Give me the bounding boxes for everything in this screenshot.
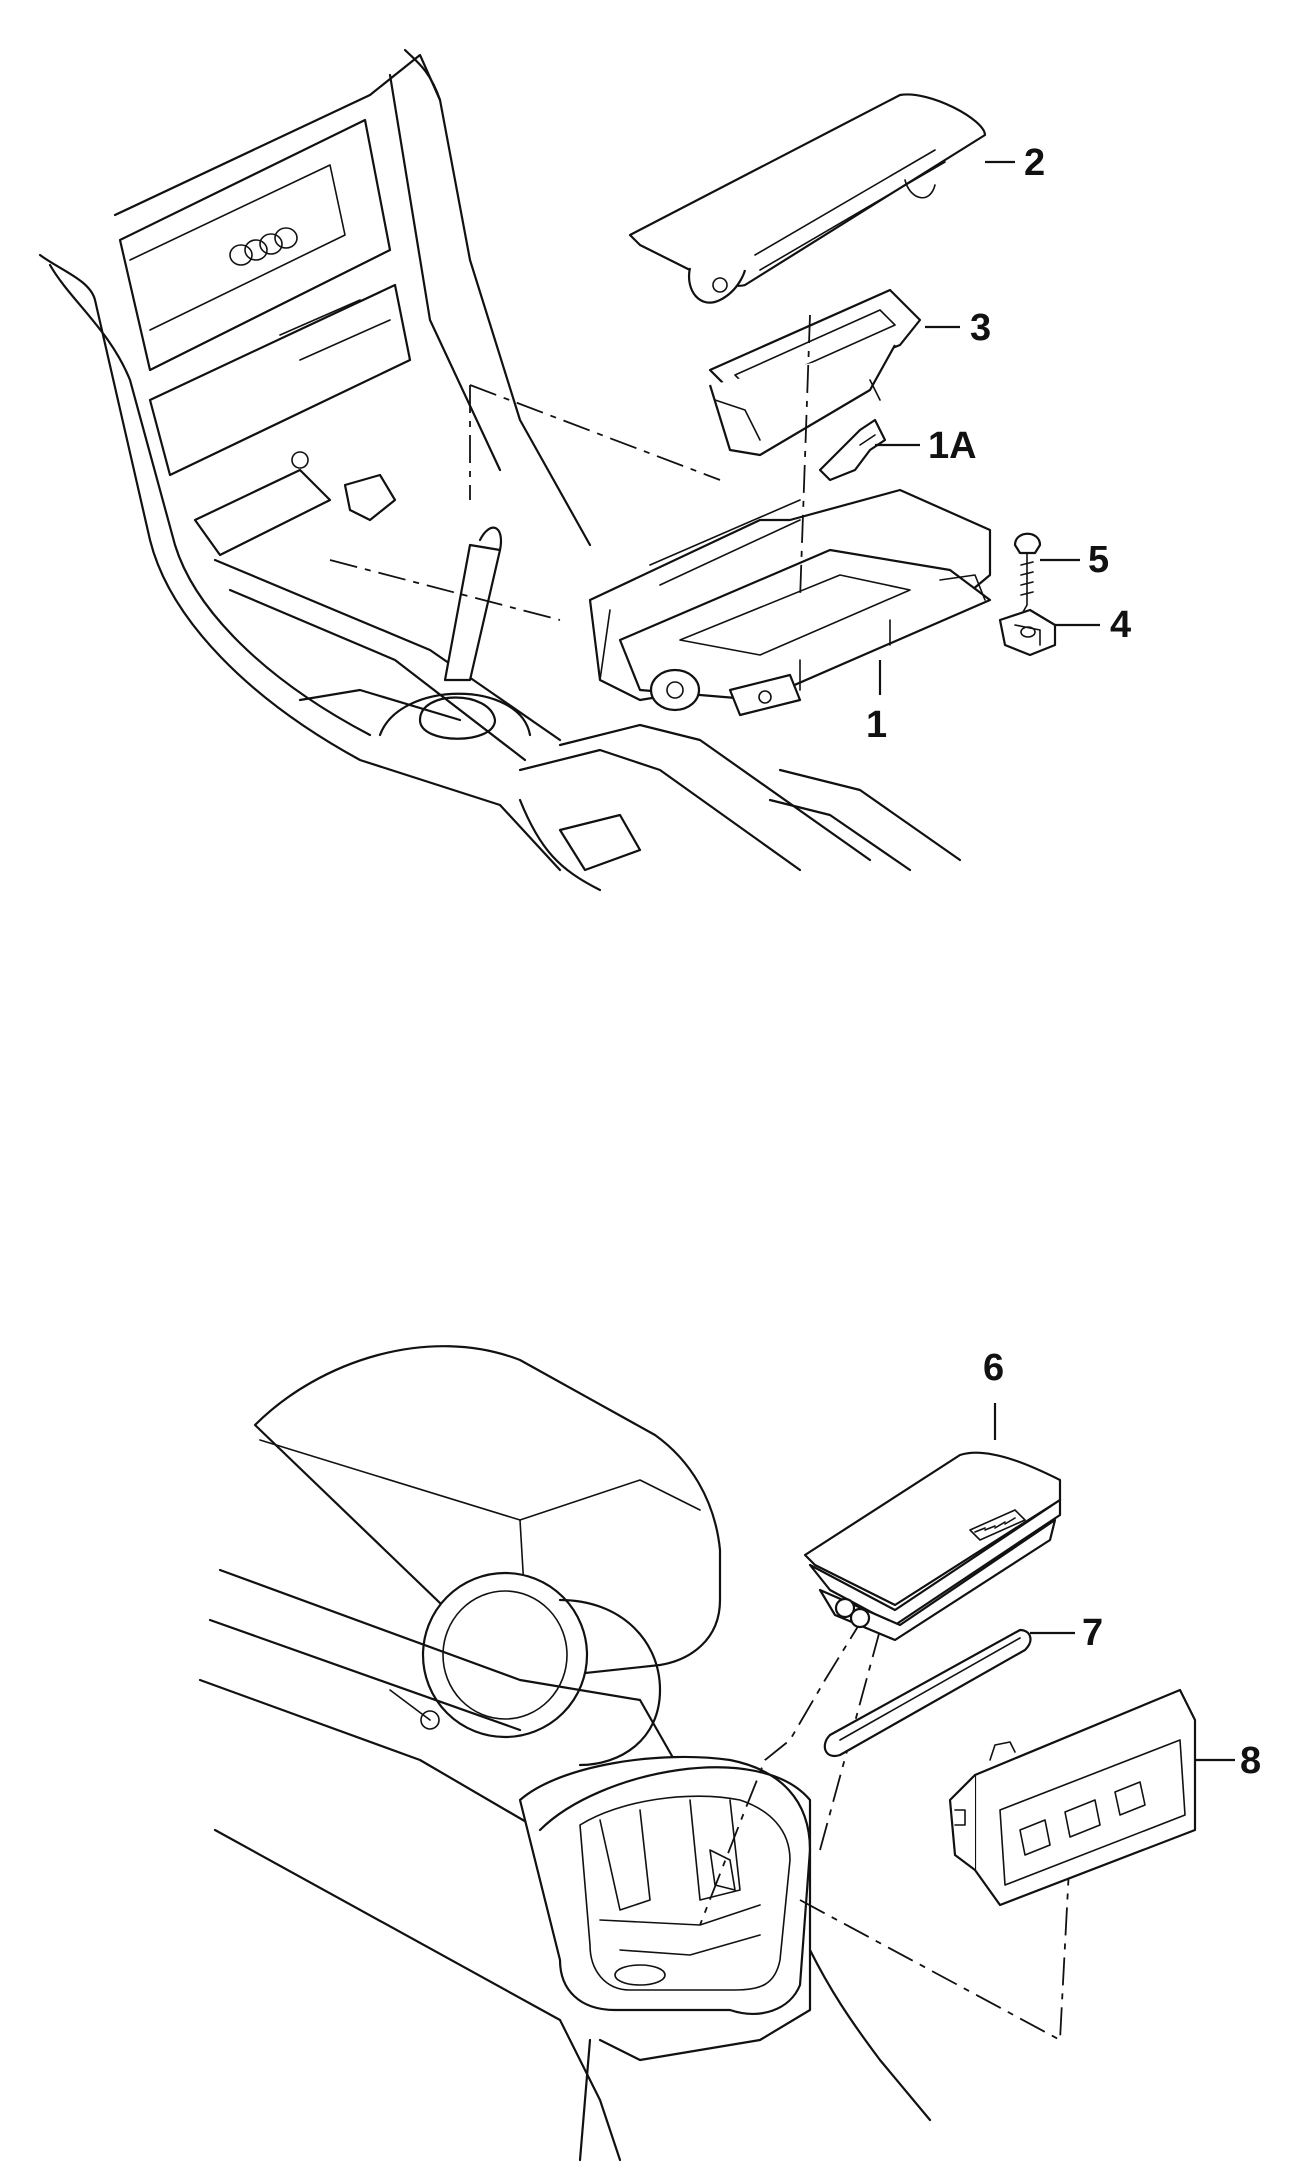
part-1a-clip (818, 418, 887, 482)
callout-leaders-top (875, 160, 1100, 695)
part-8-insert-panel (948, 1688, 1197, 1907)
part-7-trim-strip (823, 1628, 1032, 1758)
callout-1a: 1A (928, 425, 977, 467)
part-5-screw-icon (1013, 532, 1042, 613)
callout-3: 3 (970, 307, 991, 349)
part-3-insert-tray (708, 288, 922, 601)
part-6-ashtray (803, 1451, 1062, 1642)
center-console-top (38, 48, 962, 892)
callout-2: 2 (1024, 142, 1045, 184)
gear-lever-icon (378, 526, 532, 740)
callout-4: 4 (1110, 604, 1131, 646)
callout-7: 7 (1082, 1612, 1103, 1654)
callout-6: 6 (983, 1347, 1004, 1389)
part-1-storage-housing (588, 488, 992, 717)
part-2-cover-lid (628, 93, 987, 304)
callout-1: 1 (866, 704, 887, 746)
audi-rings-logo-icon (229, 227, 298, 266)
part-4-clip-icon (998, 608, 1057, 657)
callout-8: 8 (1240, 1740, 1261, 1782)
armrest-assembly-bottom (198, 1345, 1071, 2162)
callout-leaders-bottom (993, 1403, 1235, 1762)
callout-5: 5 (1088, 539, 1109, 581)
